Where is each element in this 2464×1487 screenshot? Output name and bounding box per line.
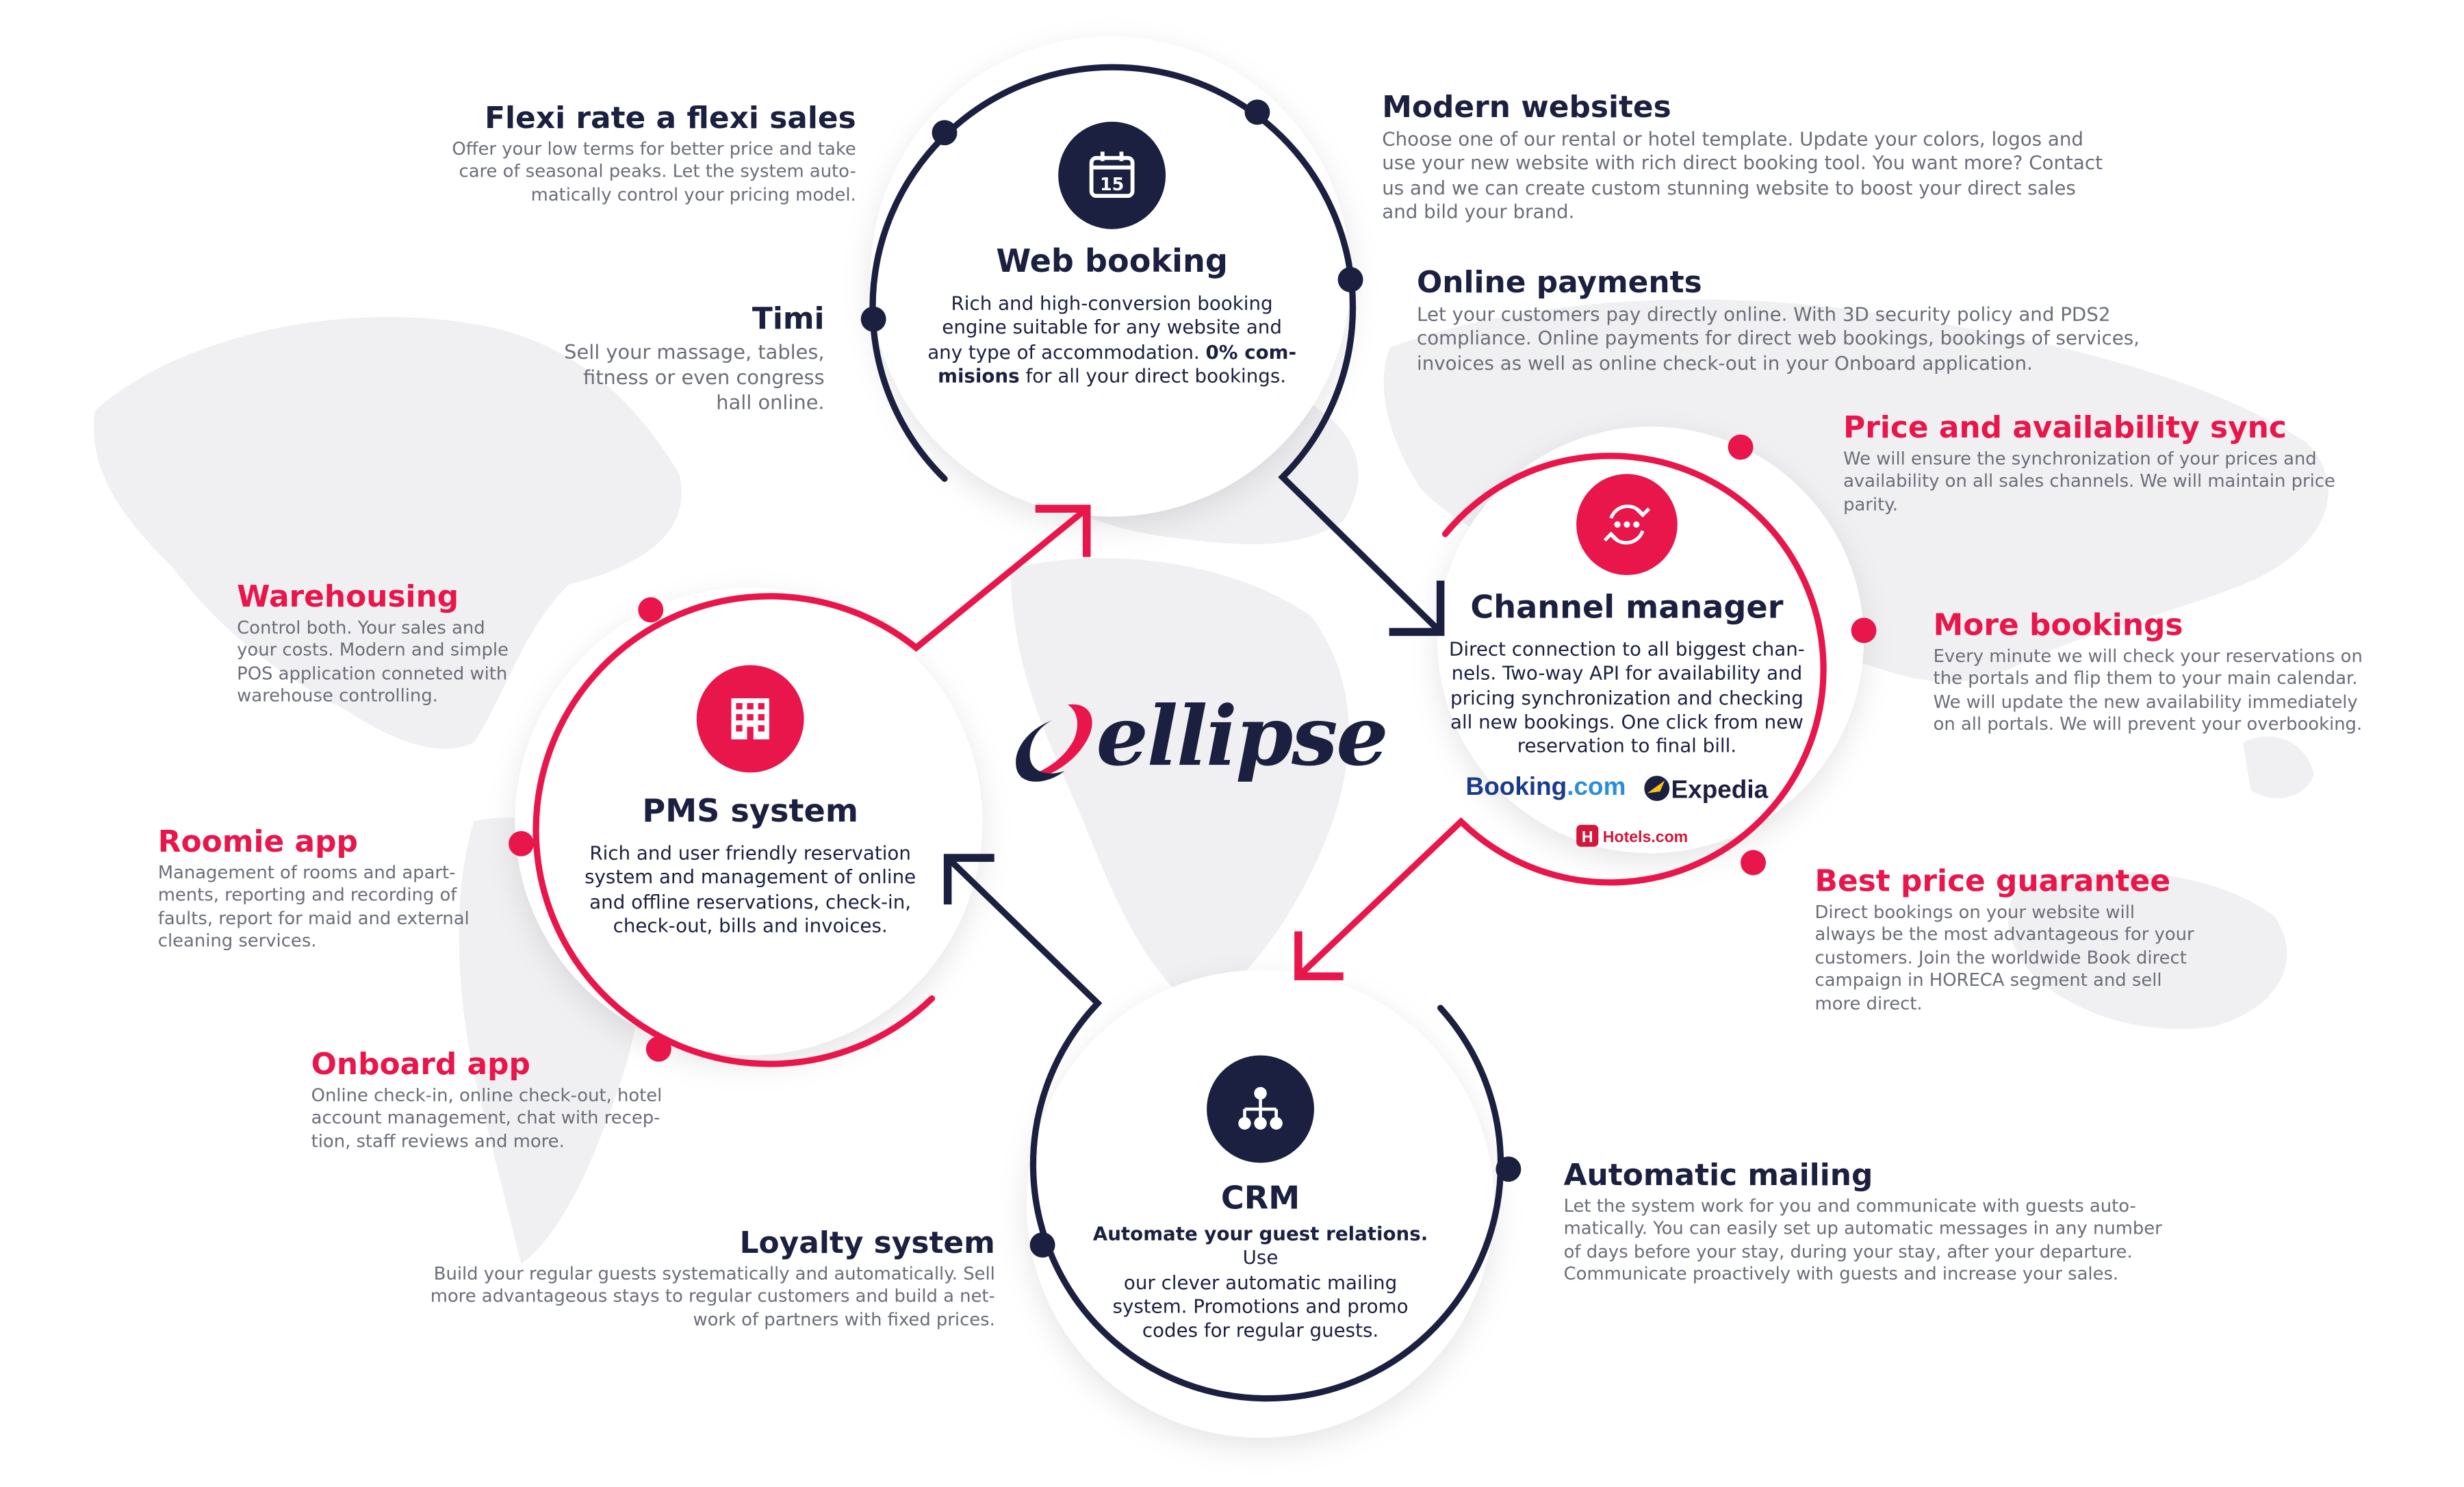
sync-icon xyxy=(1576,474,1678,576)
ellipse-logo: ellipse xyxy=(1005,689,1389,790)
feature-title: Onboard app xyxy=(311,1047,530,1082)
feature-text: Every minute we will check your reservat… xyxy=(1933,646,2363,735)
feature-title: Online payments xyxy=(1417,265,1702,301)
hotel-building-icon xyxy=(696,665,804,773)
hub-description: Rich and high-conversion booking engine … xyxy=(927,292,1297,387)
feature-text: Sell your massage, tables,fitness or eve… xyxy=(564,340,825,414)
booking-com-logo: Booking.com xyxy=(1465,774,1626,802)
org-chart-icon xyxy=(1207,1055,1315,1163)
feature-flexi-rate: Flexi rate a flexi sales Offer your low … xyxy=(379,101,856,207)
expedia-logo: Expedia xyxy=(1643,774,1768,806)
feature-title: Roomie app xyxy=(157,824,358,860)
ellipse-logo-mark xyxy=(1016,704,1092,782)
feature-title: More bookings xyxy=(1933,608,2183,644)
feature-text: Online check-in, online check-out, hotel… xyxy=(311,1085,663,1152)
feature-loyalty-system: Loyalty system Build your regular guests… xyxy=(379,1226,995,1332)
feature-title: Modern websites xyxy=(1382,90,1671,125)
feature-automatic-mailing: Automatic mailing Let the system work fo… xyxy=(1564,1158,2196,1287)
hub-channel-manager: Channel manager Direct connection to all… xyxy=(1429,474,1824,759)
feature-title: Timi xyxy=(752,301,825,337)
pms-ring xyxy=(532,505,1090,1067)
feature-price-sync: Price and availability sync We will ensu… xyxy=(1843,411,2348,517)
hub-pms-system: PMS system Rich and user friendly reserv… xyxy=(561,665,940,939)
hub-description: Rich and user friendly reservation syste… xyxy=(585,842,916,937)
feature-title: Price and availability sync xyxy=(1843,411,2287,446)
expedia-icon xyxy=(1644,776,1670,802)
feature-more-bookings: More bookings Every minute we will check… xyxy=(1934,608,2407,737)
arrow-head-to-crm xyxy=(1294,931,1344,980)
hub-web-booking: 15 Web booking Rich and high-conversion … xyxy=(921,121,1302,389)
arrow-head-to-pms xyxy=(943,854,994,905)
hub-crm: CRM Automate your guest relations. Use o… xyxy=(1074,1055,1447,1344)
feature-warehousing: Warehousing Control both. Your sales and… xyxy=(237,580,553,709)
ring-dots xyxy=(509,99,1877,1258)
hotels-icon: H xyxy=(1576,824,1599,847)
arrow-head-to-web xyxy=(1035,505,1091,557)
world-map-background xyxy=(93,299,2328,1264)
feature-text: Management of rooms and apart-ments, rep… xyxy=(157,863,470,952)
hotels-com-logo: H Hotels.com xyxy=(1576,824,1688,847)
calendar-icon: 15 xyxy=(1058,121,1166,229)
hub-title: PMS system xyxy=(642,791,858,830)
svg-text:H: H xyxy=(1582,828,1593,846)
brand-name: ellipse xyxy=(1096,689,1389,785)
feature-title: Best price guarantee xyxy=(1814,864,2171,900)
hub-description: Direct connection to all biggest chan- n… xyxy=(1449,638,1805,757)
feature-text: Let your customers pay directly online. … xyxy=(1417,303,2140,374)
feature-title: Automatic mailing xyxy=(1563,1158,1873,1193)
feature-modern-websites: Modern websites Choose one of our rental… xyxy=(1382,90,2140,225)
partner-logos: Booking.com Expedia H Hotels.com xyxy=(1466,774,1782,869)
channel-manager-ring xyxy=(1295,453,1827,980)
feature-text: Let the system work for you and communic… xyxy=(1563,1195,2162,1285)
feature-title: Loyalty system xyxy=(739,1225,995,1261)
feature-best-price: Best price guarantee Direct bookings on … xyxy=(1815,864,2242,1016)
feature-text: Build your regular guests systematically… xyxy=(430,1264,995,1330)
feature-text: Choose one of our rental or hotel templa… xyxy=(1382,127,2103,223)
feature-title: Warehousing xyxy=(237,579,459,615)
hub-title: CRM xyxy=(1220,1178,1300,1217)
arrow-head-to-channel xyxy=(1389,581,1445,636)
feature-online-payments: Online payments Let your customers pay d… xyxy=(1417,266,2191,376)
feature-text: We will ensure the synchronization of yo… xyxy=(1843,448,2335,515)
feature-title: Flexi rate a flexi sales xyxy=(485,101,856,136)
feature-timi: Timi Sell your massage, tables,fitness o… xyxy=(522,301,825,416)
calendar-day: 15 xyxy=(1100,174,1124,194)
feature-onboard-app: Onboard app Online check-in, online chec… xyxy=(311,1047,691,1154)
hub-description: Automate your guest relations. Use our c… xyxy=(1092,1223,1428,1342)
feature-roomie-app: Roomie app Management of rooms and apart… xyxy=(158,825,506,954)
hub-title: Channel manager xyxy=(1470,587,1784,626)
hub-title: Web booking xyxy=(996,242,1228,280)
feature-text: Offer your low terms for better price an… xyxy=(452,139,856,205)
